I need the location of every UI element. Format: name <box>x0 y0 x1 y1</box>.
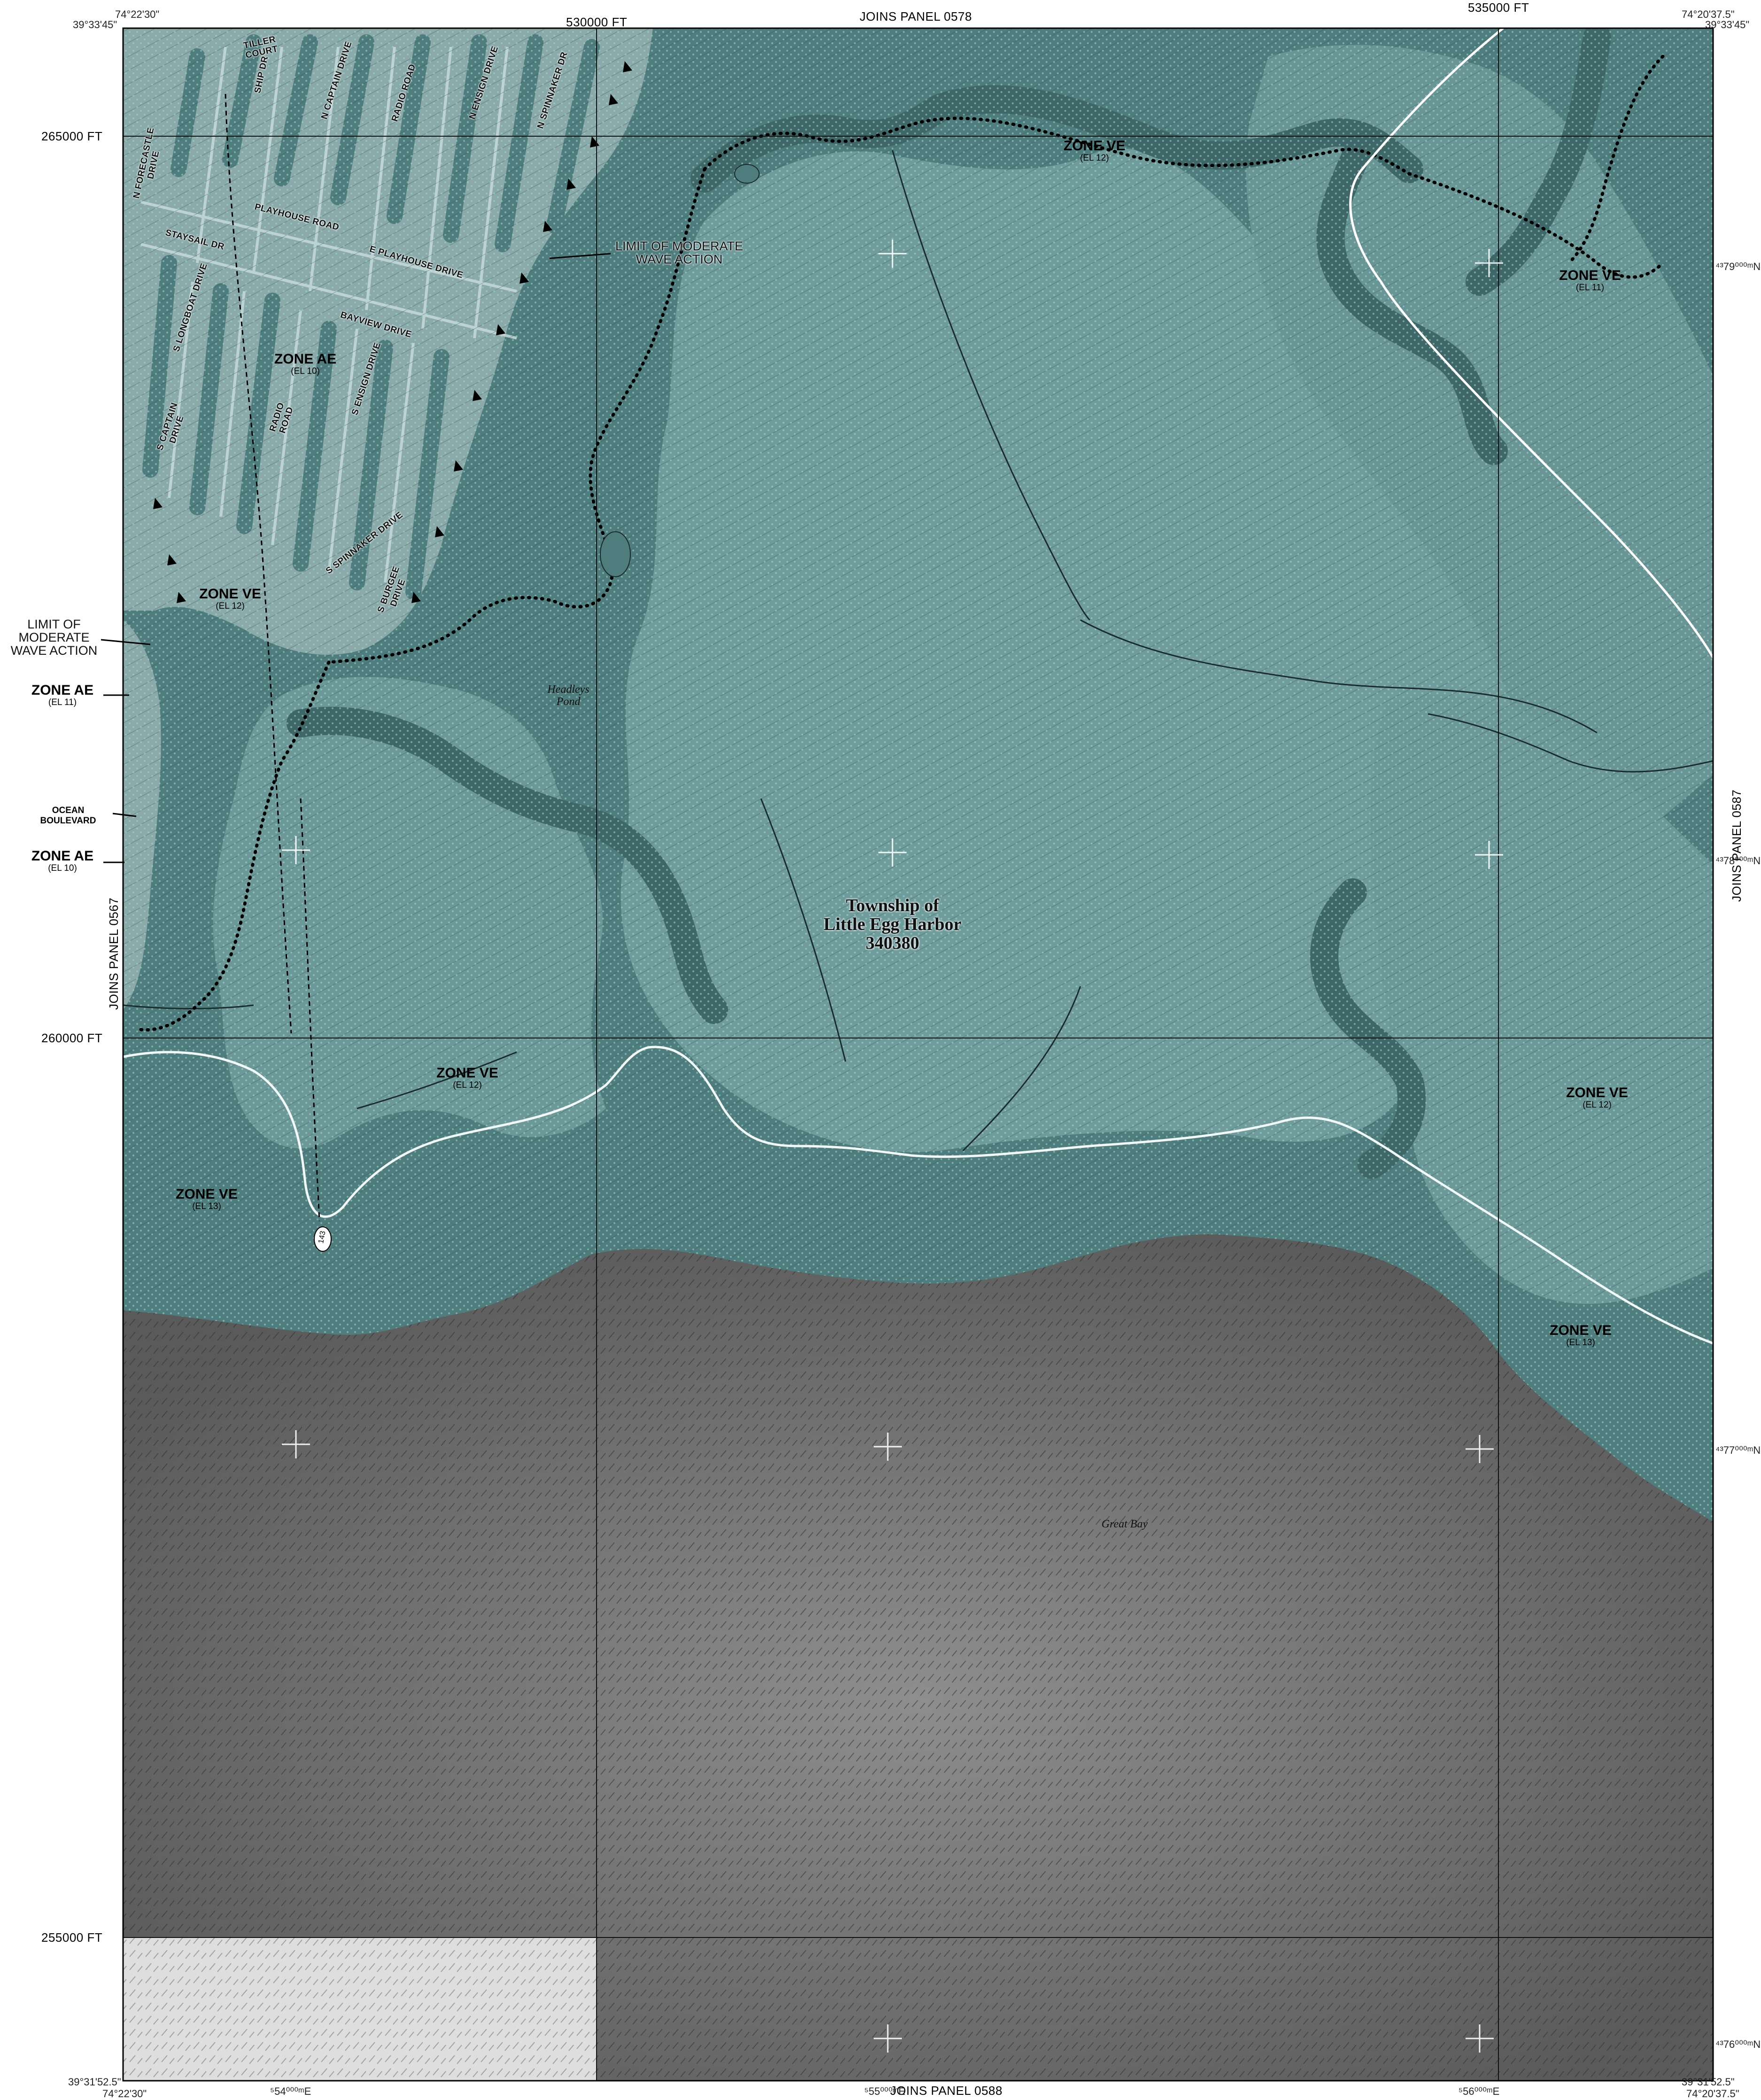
corner-tr-lon: 74°20'37.5" <box>1682 8 1735 20</box>
grid-label-n255: 255000 FT <box>41 1930 103 1945</box>
zone-ve-label[interactable]: ZONE VE(EL 12) <box>199 586 261 612</box>
route-marker <box>314 1226 332 1252</box>
limwa-ticks <box>153 61 632 603</box>
utm-label-n76: ⁴³76⁰⁰⁰ᵐN <box>1715 2038 1761 2050</box>
corner-bl-lat: 39°31'52.5" <box>68 2076 121 2088</box>
joins-panel-east[interactable]: JOINS PANEL 0587 <box>1730 789 1744 902</box>
grid-label-e530: 530000 FT <box>566 15 628 29</box>
ocean-boulevard-label: OCEAN BOULEVARD <box>40 806 96 826</box>
pond <box>600 531 631 577</box>
utm-label-n77: ⁴³77⁰⁰⁰ᵐN <box>1715 1444 1761 1456</box>
utm-label-e54: ⁵54⁰⁰⁰ᵐE <box>270 2085 311 2097</box>
leader-lines <box>101 253 611 863</box>
grid-label-n260: 260000 FT <box>41 1031 103 1045</box>
open-water-hatch <box>123 1234 1713 2081</box>
joins-panel-south[interactable]: JOINS PANEL 0588 <box>890 2084 1003 2098</box>
utm-label-n78: ⁴³78⁰⁰⁰ᵐN <box>1715 855 1761 867</box>
limit-wave-action-label-left: LIMIT OF MODERATE WAVE ACTION <box>10 617 98 658</box>
utm-label-e55: ⁵55⁰⁰⁰ᵐE <box>864 2085 906 2097</box>
zone-ve-label[interactable]: ZONE VE(EL 12) <box>1063 138 1125 163</box>
joins-panel-north[interactable]: JOINS PANEL 0578 <box>860 9 972 23</box>
state-plane-grid <box>123 28 1713 2081</box>
utm-label-n79: ⁴³79⁰⁰⁰ᵐN <box>1715 261 1761 272</box>
corner-tl-lat: 39°33'45" <box>73 19 117 31</box>
corner-br-lat: 39°31'52.5" <box>1682 2076 1735 2088</box>
corner-br-lon: 74°20'37.5" <box>1686 2088 1739 2100</box>
zone-ve-label[interactable]: ZONE VE(EL 12) <box>1566 1085 1628 1110</box>
township-label[interactable]: Township of Little Egg Harbor 340380 <box>823 896 962 953</box>
pond <box>734 164 760 184</box>
utm-ticks <box>282 240 1503 2053</box>
zone-ve-label[interactable]: ZONE VE(EL 13) <box>176 1186 238 1212</box>
outside-area-hatch <box>123 1937 597 2081</box>
zone-ve-label[interactable]: ZONE VE(EL 13) <box>1550 1323 1612 1348</box>
municipal-boundary <box>1349 28 1713 659</box>
limit-of-moderate-wave-action <box>134 54 1665 1032</box>
zone-ae-label-left-11[interactable]: ZONE AE (EL 11) <box>31 682 94 708</box>
corner-bl-lon: 74°22'30" <box>102 2088 147 2100</box>
zone-ae-label[interactable]: ZONE AE(EL 10) <box>274 351 337 377</box>
corner-tl-lon: 74°22'30" <box>115 8 160 20</box>
joins-panel-west[interactable]: JOINS PANEL 0567 <box>107 897 121 1010</box>
zone-boundaries <box>123 150 1713 1152</box>
transect-lines <box>225 93 320 1222</box>
zone-ve-label[interactable]: ZONE VE(EL 12) <box>436 1065 498 1091</box>
grid-label-e535: 535000 FT <box>1468 0 1529 15</box>
zone-ae-label-left-10[interactable]: ZONE AE (EL 10) <box>31 848 94 874</box>
zone-ve-label[interactable]: ZONE VE(EL 11) <box>1559 268 1621 293</box>
limit-wave-action-label-map: LIMIT OF MODERATE WAVE ACTION <box>615 239 744 266</box>
great-bay-label[interactable]: Great Bay <box>1102 1518 1148 1530</box>
grid-label-n265: 265000 FT <box>41 129 103 143</box>
corner-tr-lat: 39°33'45" <box>1705 19 1750 31</box>
shoreline <box>123 1046 1713 1345</box>
headleys-pond-label[interactable]: Headleys Pond <box>547 683 590 708</box>
utm-label-e56: ⁵56⁰⁰⁰ᵐE <box>1458 2085 1500 2097</box>
map-neatline <box>122 27 1714 2082</box>
